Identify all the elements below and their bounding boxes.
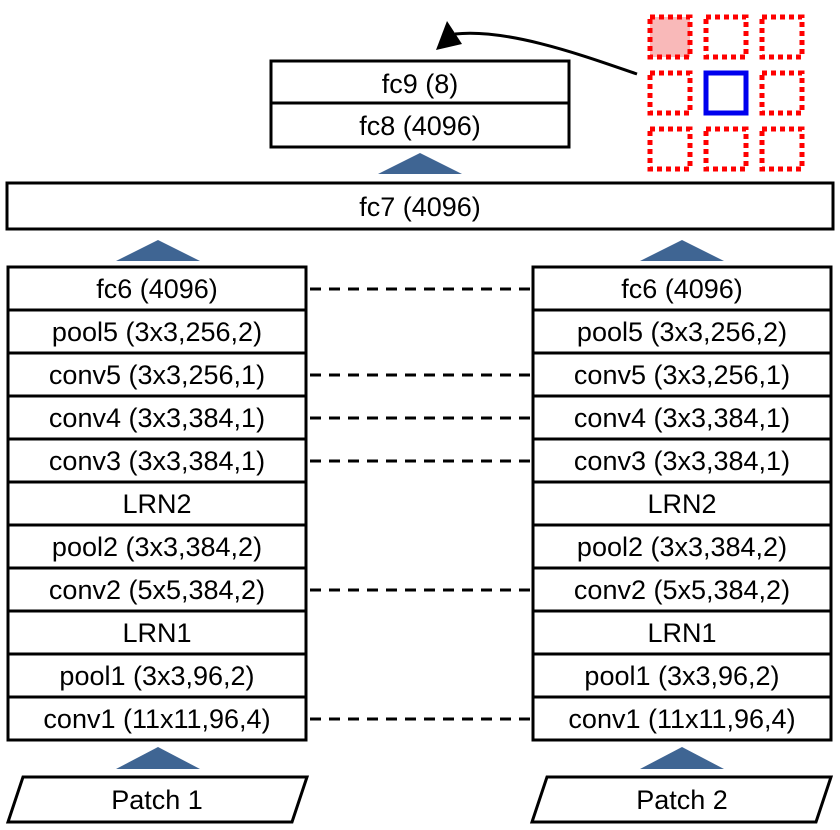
grid-cell (647, 70, 693, 116)
right-layer-label: LRN2 (647, 489, 716, 519)
grid-cell (759, 70, 805, 116)
right-layer-box (531, 652, 833, 699)
left-layer-label: pool2 (3x3,384,2) (52, 532, 262, 562)
head-stack: fc9 (8) fc8 (4096) (269, 59, 571, 149)
left-layer-label: LRN2 (122, 489, 191, 519)
highlighted-cell-fill (650, 17, 690, 57)
grid-cell (647, 14, 693, 60)
left-layer-box (6, 523, 308, 570)
patch-1-label: Patch 1 (111, 785, 203, 815)
left-layer-label: LRN1 (122, 618, 191, 648)
left-layer-box (6, 695, 308, 742)
right-layer-label: pool2 (3x3,384,2) (577, 532, 787, 562)
fc8-label: fc8 (4096) (359, 111, 481, 141)
weight-sharing-links (310, 287, 530, 721)
fc7-box (5, 181, 835, 231)
grid-cell (759, 14, 805, 60)
right-layer-box (531, 566, 833, 613)
right-layer-box (531, 480, 833, 527)
up-arrow-right-fc6-to-fc7 (640, 240, 724, 261)
left-layer-box (6, 265, 308, 312)
patch-2-input: Patch 2 (529, 775, 834, 824)
right-layer-label: conv2 (5x5,384,2) (574, 575, 790, 605)
right-layer-box (531, 351, 833, 398)
right-layer-box (531, 394, 833, 441)
grid-cell (703, 14, 749, 60)
left-layer-box (6, 609, 308, 656)
left-layer-label: conv1 (11x11,96,4) (43, 704, 270, 734)
right-layer-box (531, 437, 833, 484)
fc7-layer: fc7 (4096) (5, 181, 835, 231)
right-layer-box (531, 695, 833, 742)
left-layer-label: conv4 (3x3,384,1) (49, 403, 265, 433)
right-layer-label: pool5 (3x3,256,2) (577, 317, 787, 347)
fc9-label: fc9 (8) (382, 69, 459, 99)
right-layer-box (531, 609, 833, 656)
left-layer-label: conv3 (3x3,384,1) (49, 446, 265, 476)
grid-cell (759, 126, 805, 172)
right-layer-label: conv3 (3x3,384,1) (574, 446, 790, 476)
fc8-box (269, 101, 571, 149)
left-layer-label: conv5 (3x3,256,1) (49, 360, 265, 390)
grid-cell (703, 126, 749, 172)
left-layer-box (6, 351, 308, 398)
relative-position-grid (647, 14, 805, 172)
up-arrow-fc7-to-fc8 (378, 153, 462, 174)
right-layer-box (531, 308, 833, 355)
right-layer-box (531, 523, 833, 570)
patch-1-input: Patch 1 (5, 775, 310, 824)
right-layer-label: LRN1 (647, 618, 716, 648)
left-layer-label: pool5 (3x3,256,2) (52, 317, 262, 347)
left-layer-box (6, 437, 308, 484)
right-layer-label: conv5 (3x3,256,1) (574, 360, 790, 390)
fc7-label: fc7 (4096) (359, 192, 481, 222)
up-arrow-patch2-to-conv1 (640, 747, 724, 769)
right-layer-label: conv4 (3x3,384,1) (574, 403, 790, 433)
right-layer-label: fc6 (4096) (621, 274, 743, 304)
left-tower: fc6 (4096) pool5 (3x3,256,2) conv5 (3x3,… (6, 265, 308, 742)
left-layer-label: fc6 (4096) (96, 274, 218, 304)
grid-cell (647, 126, 693, 172)
up-arrow-patch1-to-conv1 (116, 747, 200, 769)
center-cell (703, 70, 749, 116)
right-layer-label: conv1 (11x11,96,4) (568, 704, 795, 734)
patch-1-box (5, 775, 310, 824)
up-arrow-left-fc6-to-fc7 (116, 240, 200, 261)
output-arrow-curve (454, 31, 638, 76)
output-arrow-head (436, 21, 462, 50)
right-tower: fc6 (4096) pool5 (3x3,256,2) conv5 (3x3,… (531, 265, 833, 742)
patch-2-box (529, 775, 834, 824)
left-layer-box (6, 566, 308, 613)
left-layer-label: pool1 (3x3,96,2) (59, 661, 254, 691)
right-layer-label: pool1 (3x3,96,2) (584, 661, 779, 691)
left-layer-label: conv2 (5x5,384,2) (49, 575, 265, 605)
patch-2-label: Patch 2 (636, 785, 728, 815)
